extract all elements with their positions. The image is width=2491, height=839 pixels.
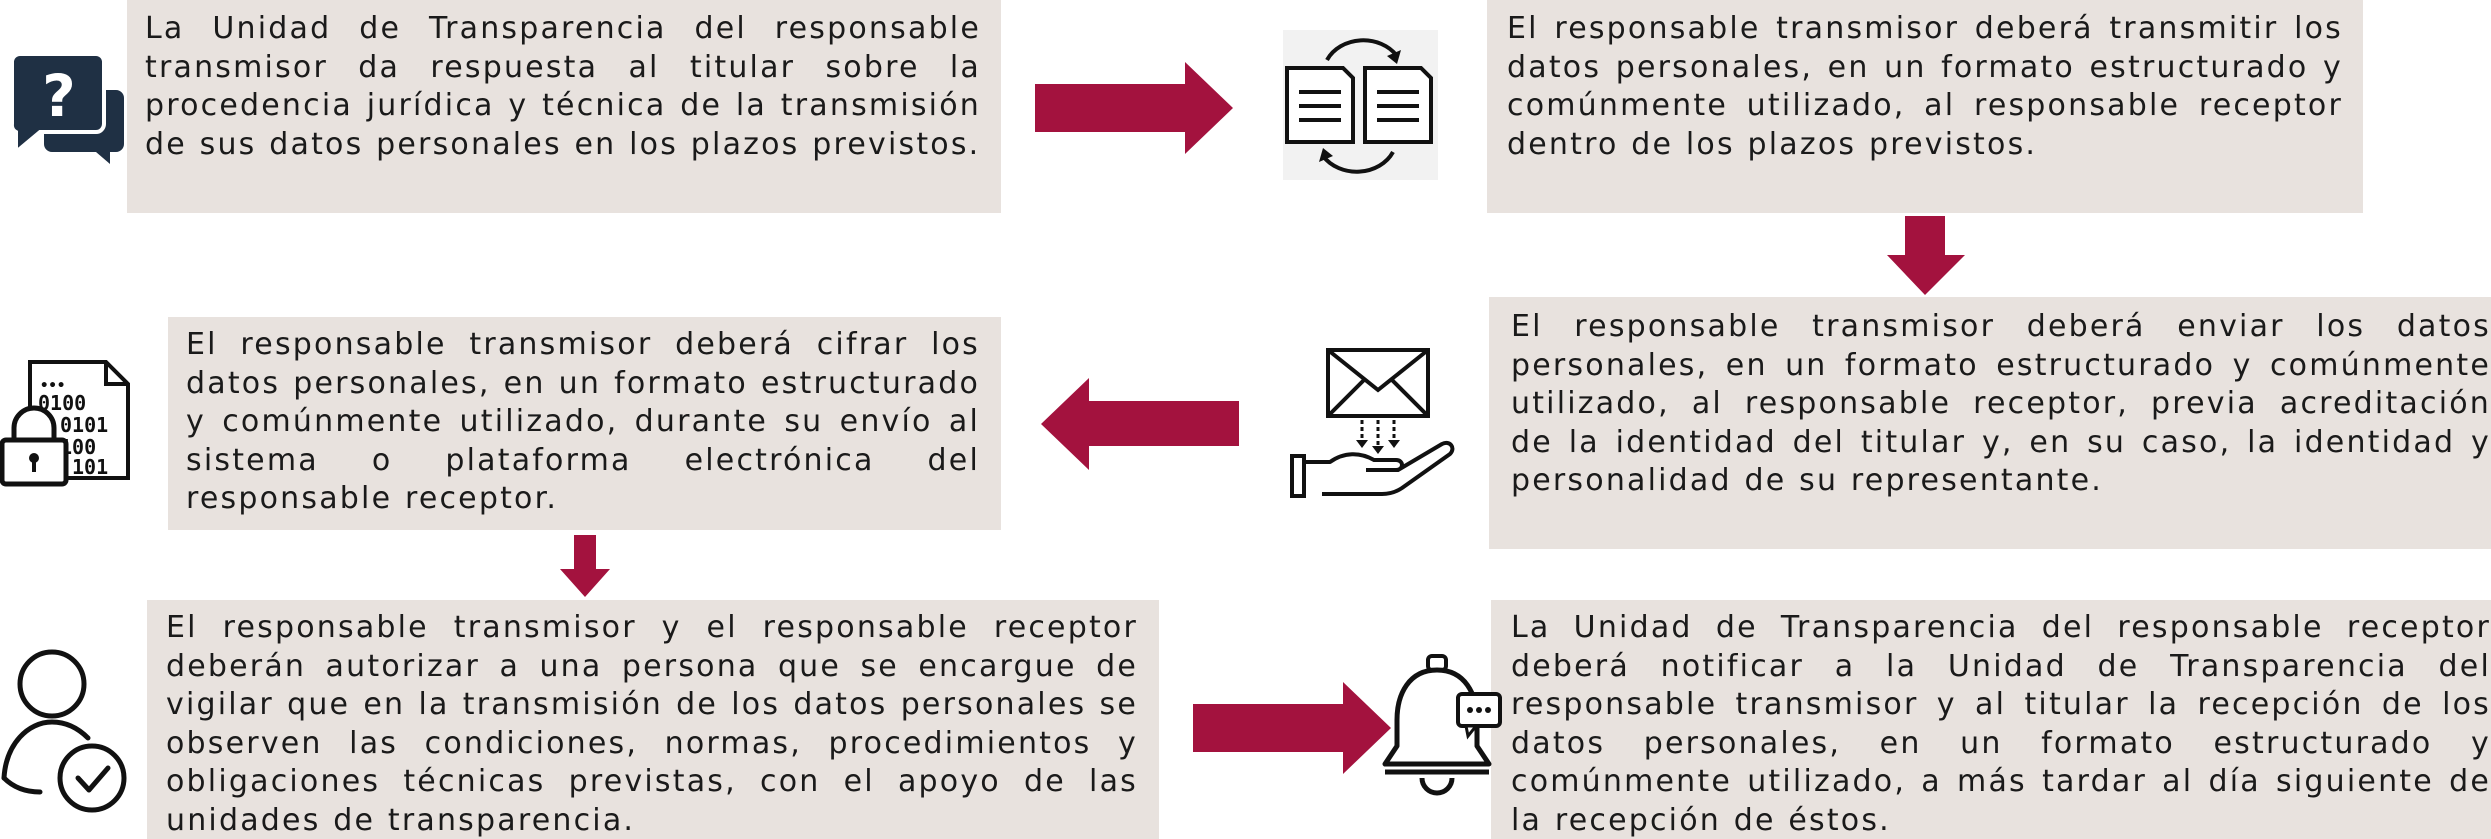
step-6-text: La Unidad de Transparencia del responsab… bbox=[1511, 610, 2491, 838]
arrow-down-1 bbox=[1887, 216, 1965, 295]
step-4-box: El responsable transmisor deberá cifrar … bbox=[168, 317, 1001, 530]
step-5-text: El responsable transmisor y el responsab… bbox=[166, 610, 1138, 838]
encrypted-file-icon: ••• 0100 0101 100 101 bbox=[0, 360, 130, 487]
step-4-text: El responsable transmisor deberá cifrar … bbox=[186, 327, 980, 516]
arrow-right-1 bbox=[1035, 62, 1233, 154]
bell-message-icon bbox=[1382, 654, 1502, 796]
svg-text:•••: ••• bbox=[40, 378, 65, 394]
envelope-hand-icon bbox=[1290, 348, 1455, 498]
svg-text:0101: 0101 bbox=[60, 413, 108, 437]
step-3-text: El responsable transmisor deberá enviar … bbox=[1511, 309, 2491, 498]
step-2-text: El responsable transmisor deberá transmi… bbox=[1507, 11, 2343, 162]
step-3-box: El responsable transmisor deberá enviar … bbox=[1489, 297, 2491, 549]
svg-text:?: ? bbox=[42, 62, 76, 130]
svg-text:101: 101 bbox=[72, 455, 108, 479]
step-1-box: La Unidad de Transparencia del responsab… bbox=[127, 0, 1001, 213]
step-1-text: La Unidad de Transparencia del responsab… bbox=[145, 11, 981, 162]
step-2-box: El responsable transmisor deberá transmi… bbox=[1487, 0, 2363, 213]
arrow-left-1 bbox=[1041, 378, 1239, 470]
arrow-down-2 bbox=[560, 535, 610, 597]
question-chat-icon: ? bbox=[9, 52, 124, 164]
user-check-icon bbox=[1, 649, 127, 813]
arrow-right-2 bbox=[1193, 682, 1391, 774]
document-exchange-icon bbox=[1283, 30, 1438, 180]
step-6-box: La Unidad de Transparencia del responsab… bbox=[1491, 600, 2491, 839]
step-5-box: El responsable transmisor y el responsab… bbox=[147, 600, 1159, 839]
